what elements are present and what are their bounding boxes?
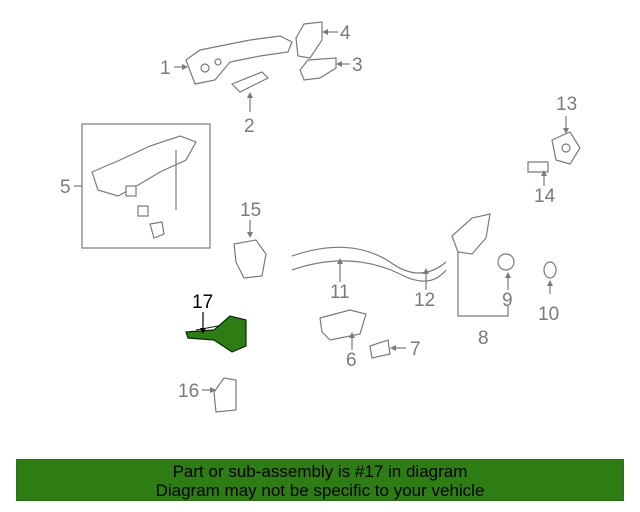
part-9-grommet — [497, 253, 515, 271]
callout-10: 10 — [538, 304, 559, 325]
banner-line-1: Part or sub-assembly is #17 in diagram — [172, 462, 468, 481]
callout-13: 13 — [556, 94, 577, 115]
callout-6: 6 — [346, 350, 357, 371]
callout-labels: 1 2 3 4 5 6 7 8 9 10 11 12 13 14 15 16 1… — [60, 23, 577, 402]
part-7-bezel — [369, 339, 391, 359]
part-1-outside-handle — [185, 35, 293, 85]
part-8-lock-actuator — [451, 213, 509, 317]
part-6-inside-handle — [319, 309, 367, 341]
info-banner: Part or sub-assembly is #17 in diagram D… — [16, 459, 624, 501]
part-5-handle-frame — [91, 135, 197, 239]
callout-3: 3 — [352, 55, 363, 76]
part-10-seal — [543, 261, 557, 279]
part-16-door-check — [213, 377, 237, 413]
callout-4: 4 — [340, 23, 351, 44]
part-14-screw — [527, 161, 549, 173]
callout-15: 15 — [240, 200, 261, 221]
callout-5: 5 — [60, 177, 71, 198]
part-17-highlighted — [185, 315, 247, 353]
part-3-gasket — [299, 57, 337, 81]
callout-16: 16 — [178, 381, 199, 402]
callout-9: 9 — [502, 290, 513, 311]
callout-11: 11 — [330, 282, 350, 303]
callout-1: 1 — [160, 58, 171, 79]
part-15-bracket — [233, 239, 267, 279]
banner-line-2: Diagram may not be specific to your vehi… — [155, 481, 485, 500]
callout-17-highlighted: 17 — [192, 292, 213, 313]
callout-12: 12 — [414, 290, 435, 311]
part-4-cover-cap — [295, 21, 323, 59]
part-2-handle-pad — [230, 71, 270, 93]
callout-7: 7 — [410, 339, 421, 360]
part-11-12-cables — [291, 246, 447, 282]
callout-2: 2 — [244, 116, 255, 137]
leader-lines — [74, 29, 569, 393]
callout-14: 14 — [534, 186, 556, 207]
part-13-striker — [551, 131, 581, 165]
callout-8: 8 — [478, 328, 489, 349]
